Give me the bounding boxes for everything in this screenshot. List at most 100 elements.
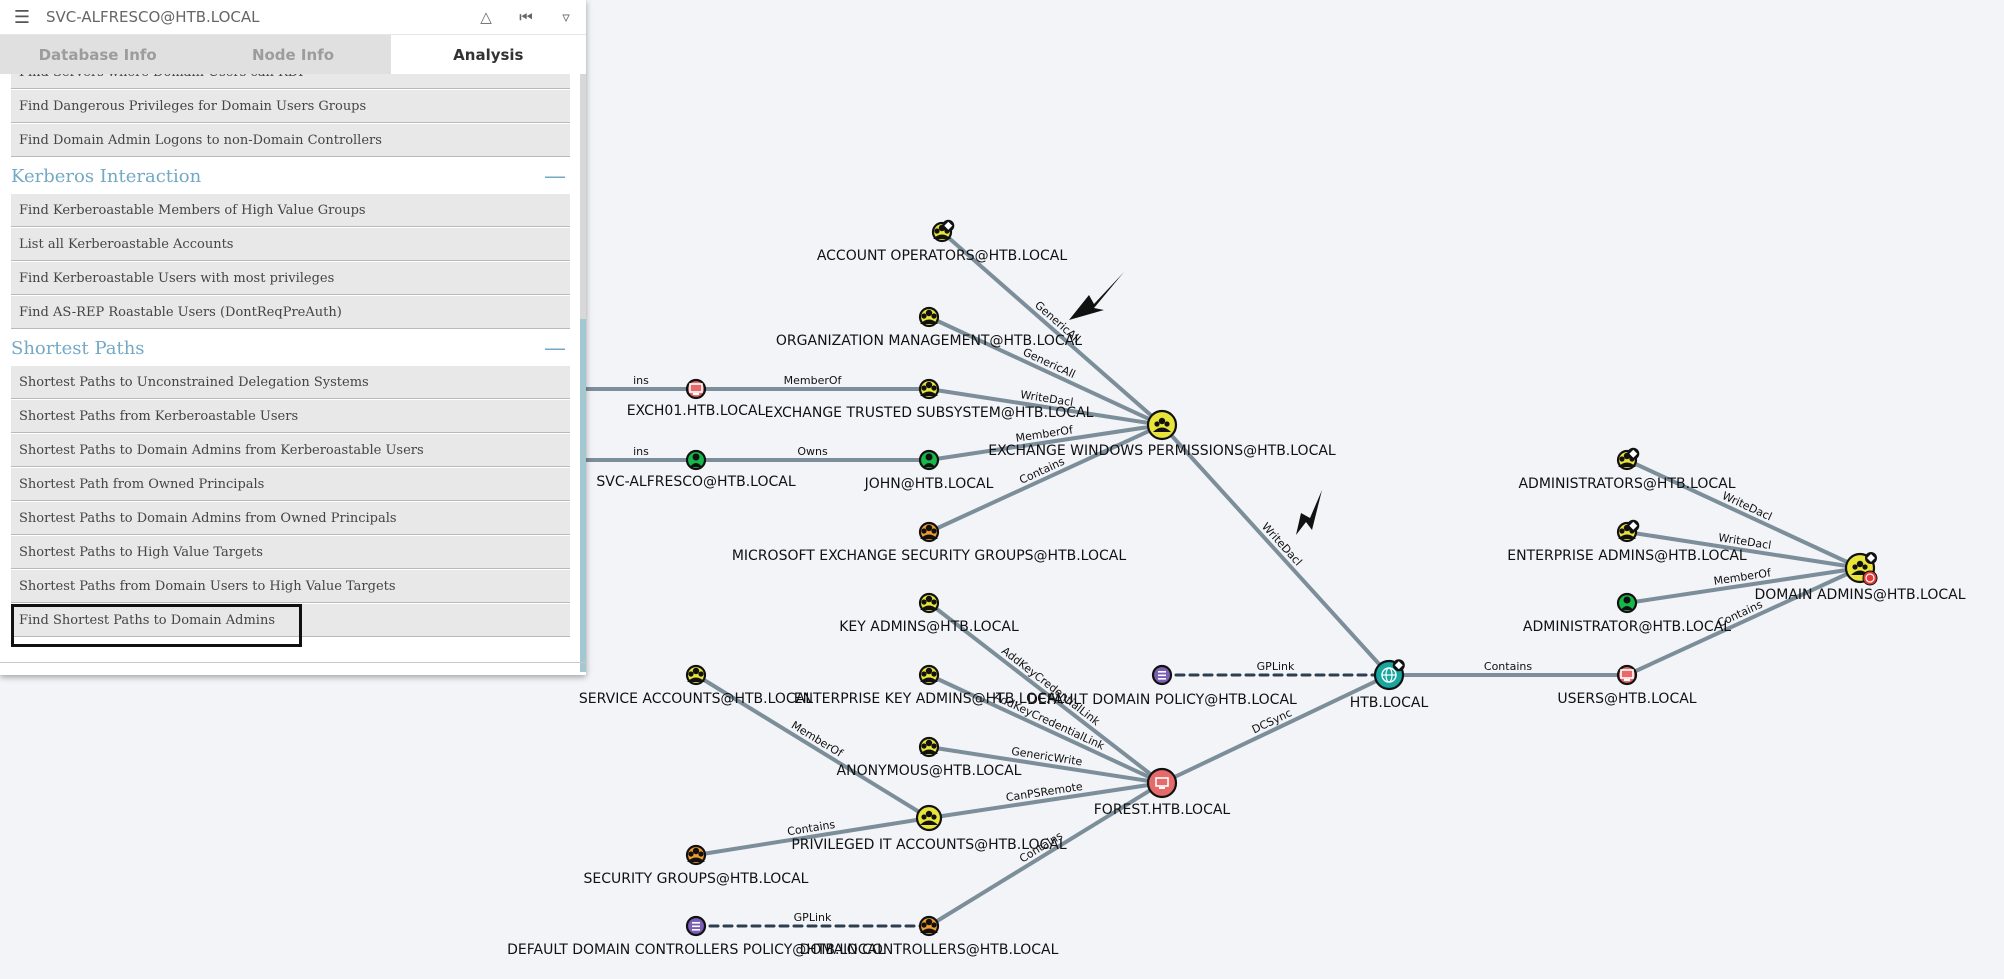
query-item[interactable]: List all Kerberoastable Accounts	[11, 228, 570, 261]
tab-node-info[interactable]: Node Info	[195, 35, 391, 74]
edge-line[interactable]	[927, 781, 1164, 928]
graph-edge[interactable]: ins	[584, 374, 698, 391]
graph-node-privileged-it[interactable]: PRIVILEGED IT ACCOUNTS@HTB.LOCAL	[791, 804, 1067, 853]
graph-node-svc-alfresco[interactable]: SVC-ALFRESCO@HTB.LOCAL	[596, 449, 796, 490]
scrollbar[interactable]	[580, 74, 586, 672]
query-item[interactable]: Shortest Path from Owned Principals	[11, 468, 570, 501]
edge-line[interactable]	[927, 423, 1164, 534]
query-item[interactable]: Shortest Paths to Unconstrained Delegati…	[11, 366, 570, 399]
graph-node-service-accounts[interactable]: SERVICE ACCOUNTS@HTB.LOCAL	[579, 664, 813, 707]
graph-edge[interactable]: WriteDacl	[1625, 530, 1862, 570]
edge-line[interactable]	[1625, 566, 1862, 605]
graph-edge[interactable]: GPLink	[694, 911, 931, 928]
edge-line[interactable]	[927, 673, 1164, 785]
edge-line[interactable]	[1625, 530, 1862, 570]
graph-edge[interactable]: WriteDacl	[1160, 423, 1391, 677]
edge-line[interactable]	[940, 230, 1164, 427]
graph-edge[interactable]: Contains	[694, 816, 931, 857]
graph-node-exch01[interactable]: EXCH01.HTB.LOCAL	[627, 378, 766, 419]
graph-node-enterprise-key-admins[interactable]: ENTERPRISE KEY ADMINS@HTB.LOCAL	[794, 664, 1065, 707]
edge-line[interactable]	[927, 423, 1164, 462]
edge-line[interactable]	[1160, 673, 1391, 785]
filter-icon[interactable]: ▿	[562, 8, 570, 26]
node-label: SECURITY GROUPS@HTB.LOCAL	[584, 871, 809, 887]
edge-line[interactable]	[694, 816, 931, 857]
query-item[interactable]: Shortest Paths from Kerberoastable Users	[11, 400, 570, 433]
edge-line[interactable]	[927, 745, 1164, 785]
panel-divider	[0, 662, 586, 663]
graph-node-domain-admins[interactable]: DOMAIN ADMINS@HTB.LOCAL	[1754, 552, 1966, 603]
analysis-query-list[interactable]: Find Servers where Domain Users can RDP …	[0, 74, 586, 667]
edge-line[interactable]	[1625, 458, 1862, 570]
graph-node-exchange-trusted[interactable]: EXCHANGE TRUSTED SUBSYSTEM@HTB.LOCAL	[765, 378, 1094, 421]
section-header-shortest-paths[interactable]: Shortest Paths —	[11, 330, 570, 366]
graph-node-exchange-windows[interactable]: EXCHANGE WINDOWS PERMISSIONS@HTB.LOCAL	[988, 409, 1336, 459]
scrollbar-thumb[interactable]	[580, 319, 586, 672]
graph-edge[interactable]: GPLink	[1160, 660, 1391, 677]
tab-database-info[interactable]: Database Info	[0, 35, 196, 74]
node-computer-icon[interactable]	[1146, 767, 1178, 799]
target-icon	[1862, 570, 1878, 586]
pathfinding-icon[interactable]: △	[480, 8, 492, 26]
query-item-selected[interactable]: Find Shortest Paths to Domain Admins	[11, 604, 570, 637]
node-group-icon[interactable]	[915, 804, 943, 832]
edge-label: Owns	[797, 445, 828, 458]
high-value-diamond-icon	[1627, 447, 1640, 460]
edge-line[interactable]	[1160, 423, 1391, 677]
graph-node-org-management[interactable]: ORGANIZATION MANAGEMENT@HTB.LOCAL	[776, 306, 1082, 349]
query-item[interactable]: Shortest Paths to Domain Admins from Own…	[11, 502, 570, 535]
query-item[interactable]: Find Kerberoastable Members of High Valu…	[11, 194, 570, 227]
edge-line[interactable]	[927, 387, 1164, 427]
graph-node-anonymous[interactable]: ANONYMOUS@HTB.LOCAL	[837, 736, 1022, 779]
query-item[interactable]: Find Kerberoastable Users with most priv…	[11, 262, 570, 295]
node-label: DEFAULT DOMAIN CONTROLLERS POLICY@HTB.LO…	[507, 942, 885, 958]
graph-edge[interactable]: Contains	[1387, 660, 1629, 677]
collapse-minus-icon[interactable]: —	[544, 335, 566, 361]
graph-node-default-domain-policy[interactable]: DEFAULT DOMAIN POLICY@HTB.LOCAL	[1027, 664, 1297, 708]
query-item[interactable]: Shortest Paths from Domain Users to High…	[11, 570, 570, 603]
graph-edge[interactable]: WriteDacl	[927, 387, 1164, 427]
query-item[interactable]: Find Domain Admin Logons to non-Domain C…	[11, 124, 570, 157]
graph-edge[interactable]: ins	[584, 445, 698, 462]
graph-node-john[interactable]: JOHN@HTB.LOCAL	[864, 449, 994, 492]
graph-node-default-dc-policy[interactable]: DEFAULT DOMAIN CONTROLLERS POLICY@HTB.LO…	[507, 915, 885, 958]
edge-label: GPLink	[794, 911, 832, 924]
graph-node-key-admins[interactable]: KEY ADMINS@HTB.LOCAL	[839, 592, 1019, 635]
graph-edge[interactable]: MemberOf	[694, 374, 931, 391]
query-item[interactable]: Shortest Paths to Domain Admins from Ker…	[11, 434, 570, 467]
node-label: ENTERPRISE KEY ADMINS@HTB.LOCAL	[794, 691, 1065, 707]
node-group-icon[interactable]	[1146, 409, 1178, 441]
node-label: MICROSOFT EXCHANGE SECURITY GROUPS@HTB.L…	[732, 548, 1127, 564]
graph-node-domain-controllers[interactable]: DOMAIN CONTROLLERS@HTB.LOCAL	[800, 915, 1059, 958]
query-item[interactable]: Find AS-REP Roastable Users (DontReqPreA…	[11, 296, 570, 329]
back-icon[interactable]: ⏮	[519, 8, 533, 26]
graph-node-htb-local[interactable]: HTB.LOCAL	[1350, 659, 1429, 711]
edge-line[interactable]	[927, 781, 1164, 820]
edge-line[interactable]	[927, 315, 1164, 427]
graph-node-security-groups[interactable]: SECURITY GROUPS@HTB.LOCAL	[584, 844, 809, 887]
graph-node-enterprise-admins[interactable]: ENTERPRISE ADMINS@HTB.LOCAL	[1507, 519, 1747, 564]
graph-node-administrator[interactable]: ADMINISTRATOR@HTB.LOCAL	[1523, 592, 1731, 635]
graph-node-forest[interactable]: FOREST.HTB.LOCAL	[1094, 767, 1231, 818]
query-item[interactable]: Find Servers where Domain Users can RDP	[11, 74, 570, 89]
annotation-arrow-icon	[1069, 272, 1124, 320]
query-item[interactable]: Find Dangerous Privileges for Domain Use…	[11, 90, 570, 123]
edge-line[interactable]	[694, 673, 931, 820]
tab-analysis[interactable]: Analysis	[390, 35, 586, 74]
graph-node-ms-exchange-sg[interactable]: MICROSOFT EXCHANGE SECURITY GROUPS@HTB.L…	[732, 521, 1127, 564]
search-input[interactable]	[44, 7, 466, 27]
node-label: DOMAIN CONTROLLERS@HTB.LOCAL	[800, 942, 1059, 958]
node-label: EXCHANGE TRUSTED SUBSYSTEM@HTB.LOCAL	[765, 405, 1094, 421]
section-header-kerberos[interactable]: Kerberos Interaction —	[11, 158, 570, 194]
graph-node-users-container[interactable]: USERS@HTB.LOCAL	[1557, 664, 1697, 707]
graph-node-account-operators[interactable]: ACCOUNT OPERATORS@HTB.LOCAL	[817, 219, 1068, 264]
collapse-minus-icon[interactable]: —	[544, 163, 566, 189]
query-item[interactable]: Shortest Paths to High Value Targets	[11, 536, 570, 569]
edge-line[interactable]	[1625, 566, 1862, 677]
edge-label: WriteDacl	[1259, 520, 1304, 568]
hamburger-menu-icon[interactable]: ☰	[13, 6, 31, 28]
graph-node-administrators[interactable]: ADMINISTRATORS@HTB.LOCAL	[1518, 447, 1736, 492]
edge-line[interactable]	[927, 601, 1164, 785]
graph-edge[interactable]: Owns	[694, 445, 931, 462]
